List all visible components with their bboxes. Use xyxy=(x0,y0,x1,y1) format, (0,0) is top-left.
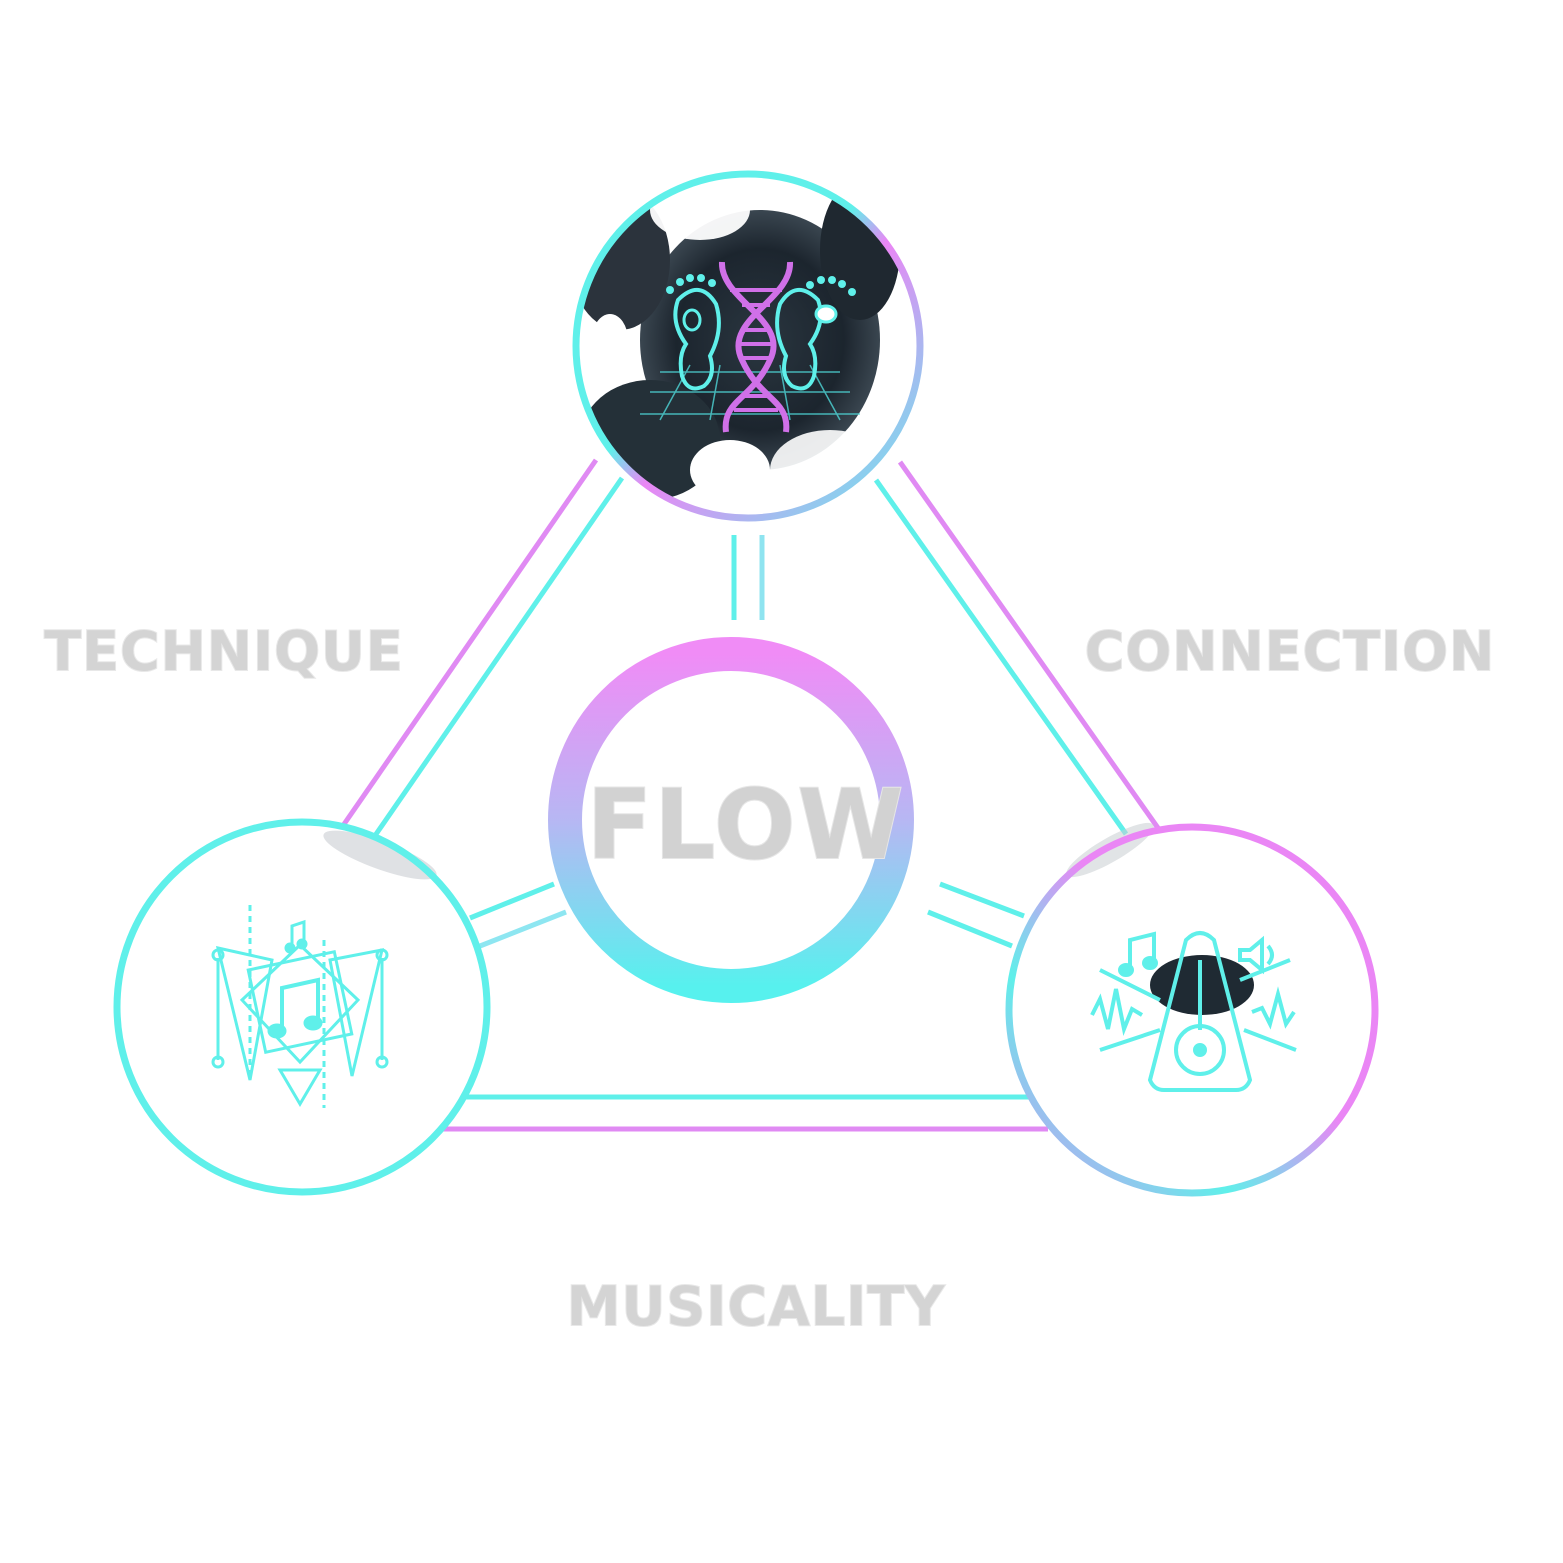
node-top xyxy=(570,174,920,518)
flow-label: FLOW xyxy=(587,769,906,881)
label-technique: TECHNIQUE xyxy=(44,620,403,683)
flow-center: FLOW xyxy=(565,654,905,986)
spoke-left-b xyxy=(480,912,566,946)
spoke-right-b xyxy=(928,912,1012,946)
spoke-right-a xyxy=(940,884,1024,916)
spoke-left-a xyxy=(470,884,554,918)
node-right xyxy=(1009,815,1375,1193)
label-musicality: MUSICALITY xyxy=(567,1275,945,1338)
node-left xyxy=(117,821,487,1192)
label-connection: CONNECTION xyxy=(1085,620,1495,683)
